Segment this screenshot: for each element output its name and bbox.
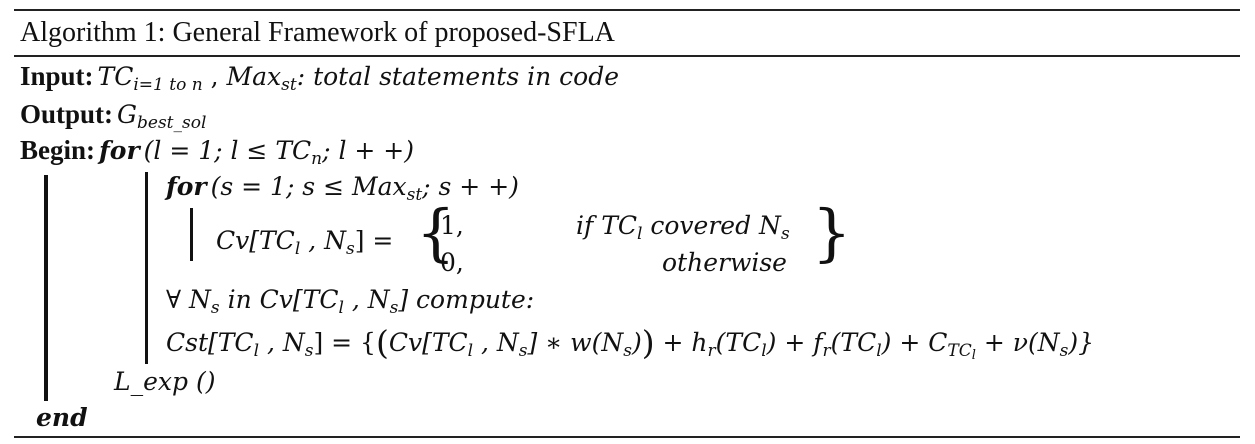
cost-formula: Cst[TCl , Ns] = {(Cv[TCl , Ns] ∗ w(Ns)) … [166,323,1095,363]
top-rule [14,9,1240,11]
input-line: Input: TCi=1 to n , Maxst: total stateme… [20,61,620,95]
outer-loop-bar [44,175,48,401]
algorithm-caption: Algorithm 1: General Framework of propos… [20,17,615,48]
cases-left-brace: { [416,196,456,269]
input-testcases: TCi=1 to n , Maxst: total statements in … [97,62,620,95]
inner-loop-condition: (s = 1; s ≤ Maxst; s + +) [210,172,519,205]
case2-condition: otherwise [662,248,787,277]
output-best-solution: Gbest_sol [117,100,207,133]
cv-lhs: Cv[TCl , Ns] = [216,226,394,259]
output-line: Output: Gbest_sol [20,99,207,133]
output-keyword: Output: [20,99,114,129]
end-keyword: end [36,403,88,432]
input-keyword: Input: [20,61,94,91]
case1-value: 1, [440,211,464,240]
local-exploration-call: L_exp () [114,367,216,396]
begin-line: Begin: for (l = 1; l ≤ TCn; l + +) [20,135,415,169]
cases-right-brace: } [812,196,852,269]
inner-for-line: for (s = 1; s ≤ Maxst; s + +) [166,172,519,205]
caption-rule [14,55,1240,57]
forall-line: ∀ Ns in Cv[TCl , Ns] compute: [166,285,535,318]
bottom-rule [14,436,1240,438]
begin-keyword: Begin: [20,135,96,165]
case1-condition: if TCl covered Ns [576,211,790,244]
inner-for-keyword: for [166,172,207,201]
inner-loop-bar [145,172,148,364]
outer-for-keyword: for [99,136,140,165]
outer-loop-condition: (l = 1; l ≤ TCn; l + +) [143,136,415,169]
case2-value: 0, [440,248,464,277]
cv-block-bar [190,208,193,261]
